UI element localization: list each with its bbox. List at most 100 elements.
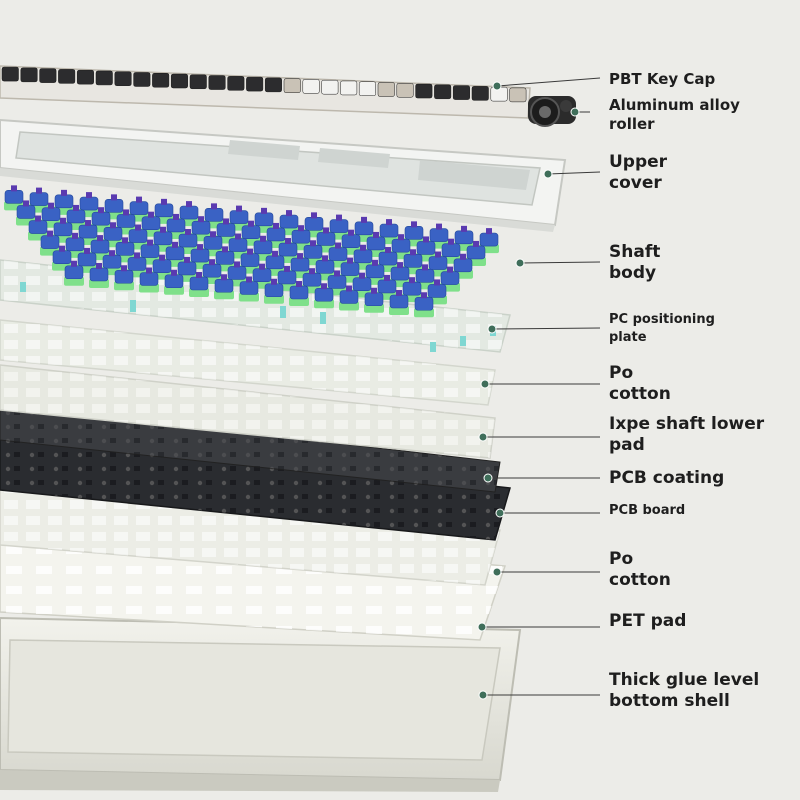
switch-stem	[372, 259, 378, 266]
label-upper-cover: Upper cover	[609, 152, 668, 194]
keycap	[1, 66, 19, 82]
switch-stem	[122, 237, 128, 244]
switch-stem	[311, 212, 317, 219]
switch-stem	[411, 221, 417, 228]
switch-stem	[60, 217, 66, 224]
label-po-cotton-1: Po cotton	[609, 363, 671, 405]
switch-housing	[266, 227, 286, 242]
switch-stem	[272, 250, 278, 257]
switch-stem	[198, 216, 204, 223]
label-pc-plate: PC positioning plate	[609, 312, 715, 346]
switch-housing	[390, 266, 410, 281]
switch-stem	[197, 244, 203, 251]
keycap	[133, 72, 151, 87]
switch-stem	[398, 234, 404, 241]
switch-stem	[334, 270, 340, 277]
switch-housing	[403, 253, 423, 268]
leader-dot	[483, 473, 493, 483]
switch-housing	[41, 207, 61, 221]
switch-stem	[161, 198, 167, 205]
keycap	[170, 73, 188, 89]
switch-stem	[98, 207, 104, 214]
switch-stem	[422, 264, 428, 271]
switch-stem	[73, 204, 79, 211]
label-pcb-coating: PCB coating	[609, 468, 725, 488]
leader-dot	[515, 258, 525, 268]
switch-housing	[4, 190, 24, 204]
switch-stem	[435, 251, 441, 258]
switch-housing	[440, 271, 460, 285]
switch-housing	[204, 208, 224, 222]
switch-stem	[284, 265, 290, 272]
switch-housing	[203, 235, 223, 250]
leader-dot	[492, 567, 502, 577]
switch-housing	[114, 269, 134, 284]
label-ixpe-pad: Ixpe shaft lower pad	[609, 414, 765, 456]
keycap	[358, 81, 376, 96]
switch-stem	[310, 240, 316, 247]
keycap	[434, 84, 452, 100]
keycap	[471, 86, 489, 101]
switch-housing	[352, 277, 372, 291]
switch-stem	[234, 261, 240, 268]
keycap	[95, 70, 113, 86]
switch-stem	[360, 244, 366, 251]
switch-housing	[279, 214, 299, 229]
switch-stem	[135, 224, 141, 231]
switch-stem	[11, 185, 17, 192]
switch-stem	[61, 189, 67, 196]
switch-housing	[427, 284, 447, 298]
keycap	[340, 80, 358, 96]
switch-stem	[221, 274, 227, 281]
switch-stem	[397, 262, 403, 269]
leader-dot	[478, 690, 488, 700]
switch-housing	[154, 203, 174, 218]
switch-stem	[246, 276, 252, 283]
switch-stem	[72, 232, 78, 239]
switch-stem	[134, 252, 140, 259]
keycap	[321, 79, 339, 95]
switch-housing	[65, 237, 85, 252]
switch-housing	[53, 222, 73, 237]
ixpe-pad-layer	[0, 364, 496, 459]
switch-housing	[389, 294, 409, 309]
keycap	[377, 82, 395, 97]
switch-housing	[103, 226, 123, 241]
switch-stem	[48, 202, 54, 209]
switch-stem	[96, 263, 102, 270]
switch-housing	[54, 194, 74, 209]
shaft-body-layer	[4, 185, 499, 318]
leader-dot	[478, 432, 488, 442]
switch-housing	[314, 287, 334, 302]
switch-housing	[191, 220, 211, 235]
switch-stem	[335, 242, 341, 249]
switch-stem	[473, 240, 479, 247]
switch-stem	[461, 225, 467, 232]
switch-housing	[364, 292, 384, 307]
switch-stem	[423, 236, 429, 243]
switch-housing	[404, 226, 424, 240]
switch-housing	[327, 275, 347, 289]
switch-housing	[241, 225, 261, 239]
keycap	[208, 75, 226, 90]
aluminum-roller	[528, 96, 576, 127]
switch-stem	[296, 281, 302, 288]
switch-stem	[436, 223, 442, 230]
leader-line	[547, 171, 601, 175]
switch-stem	[123, 209, 129, 216]
switch-housing	[402, 281, 422, 296]
switch-stem	[248, 220, 254, 227]
switch-stem	[184, 256, 190, 263]
leader-line	[491, 327, 601, 330]
switch-housing	[227, 266, 247, 280]
leader-dot	[570, 107, 580, 117]
keycap	[39, 68, 57, 83]
callout-leaders	[477, 77, 601, 700]
switch-housing	[240, 253, 260, 267]
switch-stem	[384, 274, 390, 281]
label-bottom-shell: Thick glue level bottom shell	[609, 670, 760, 712]
switch-housing	[214, 278, 234, 293]
switch-housing	[303, 244, 323, 259]
switch-housing	[141, 216, 161, 230]
keycap	[415, 83, 433, 99]
